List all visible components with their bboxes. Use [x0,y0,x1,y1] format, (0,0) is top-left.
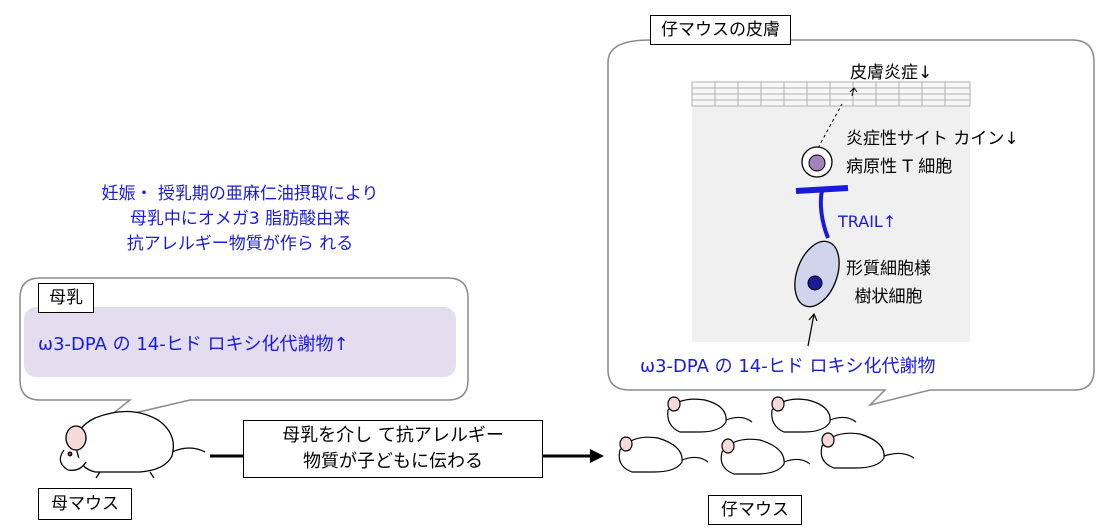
cytokine-text: 炎症性サイト カイン↓ [846,129,1019,149]
dermatitis-text: 皮膚炎症↓ [850,63,933,83]
t-cell-nucleus [808,154,826,172]
skin-metabolite-text: ω3-DPA の 14-ヒド ロキシ化代謝物 [640,356,936,377]
pdc-line-2: 樹状細胞 [854,287,923,307]
pdc-text: 形質細胞様 樹状細胞 [846,255,931,311]
pup-mouse [771,396,857,433]
pup-mouse [720,438,811,475]
pup-mouse [618,436,709,473]
intro-text: 妊娠・ 授乳期の亜麻仁油摂取により 母乳中にオメガ3 脂肪酸由来 抗アレルギー物… [20,182,460,257]
pups-label: 仔マウス [708,495,802,525]
pup-mouse [820,432,915,469]
pdc-cell [794,240,840,308]
pathogenic-t-cell-text: 病原性 T 細胞 [846,157,953,177]
milk-metabolite-text: ω3-DPA の 14-ヒド ロキシ化代謝物↑ [38,334,349,355]
intro-line-1: 妊娠・ 授乳期の亜麻仁油摂取により [101,184,379,204]
pups-drawing [618,396,915,475]
transfer-line-2: 物質が子どもに伝わる [303,451,483,472]
mother-mouse-label: 母マウス [38,488,132,520]
skin-label: 仔マウスの皮膚 [650,15,791,45]
pdc-nucleus [807,275,823,291]
mother-mouse-drawing [59,410,206,479]
pdc-line-1: 形質細胞様 [846,259,931,279]
pup-mouse [667,396,753,433]
epidermis-grid [691,81,971,107]
intro-line-3: 抗アレルギー物質が作ら れる [126,234,354,254]
inhibition-bar [795,185,849,194]
dermatitis-arrow [849,87,858,97]
intro-line-2: 母乳中にオメガ3 脂肪酸由来 [129,209,351,229]
trail-text: TRAIL↑ [838,212,897,231]
inhibition-stem [818,189,830,239]
transfer-arrowhead [590,449,604,463]
transfer-box: 母乳を介し て抗アレルギー 物質が子どもに伝わる [243,420,543,478]
transfer-line-1: 母乳を介し て抗アレルギー [282,425,504,446]
milk-label: 母乳 [38,283,94,313]
skin-tissue-panel [692,82,970,342]
cytokine-dashed-line [817,103,843,149]
metabolite-arrow [807,313,815,347]
milk-content-panel [24,307,456,377]
